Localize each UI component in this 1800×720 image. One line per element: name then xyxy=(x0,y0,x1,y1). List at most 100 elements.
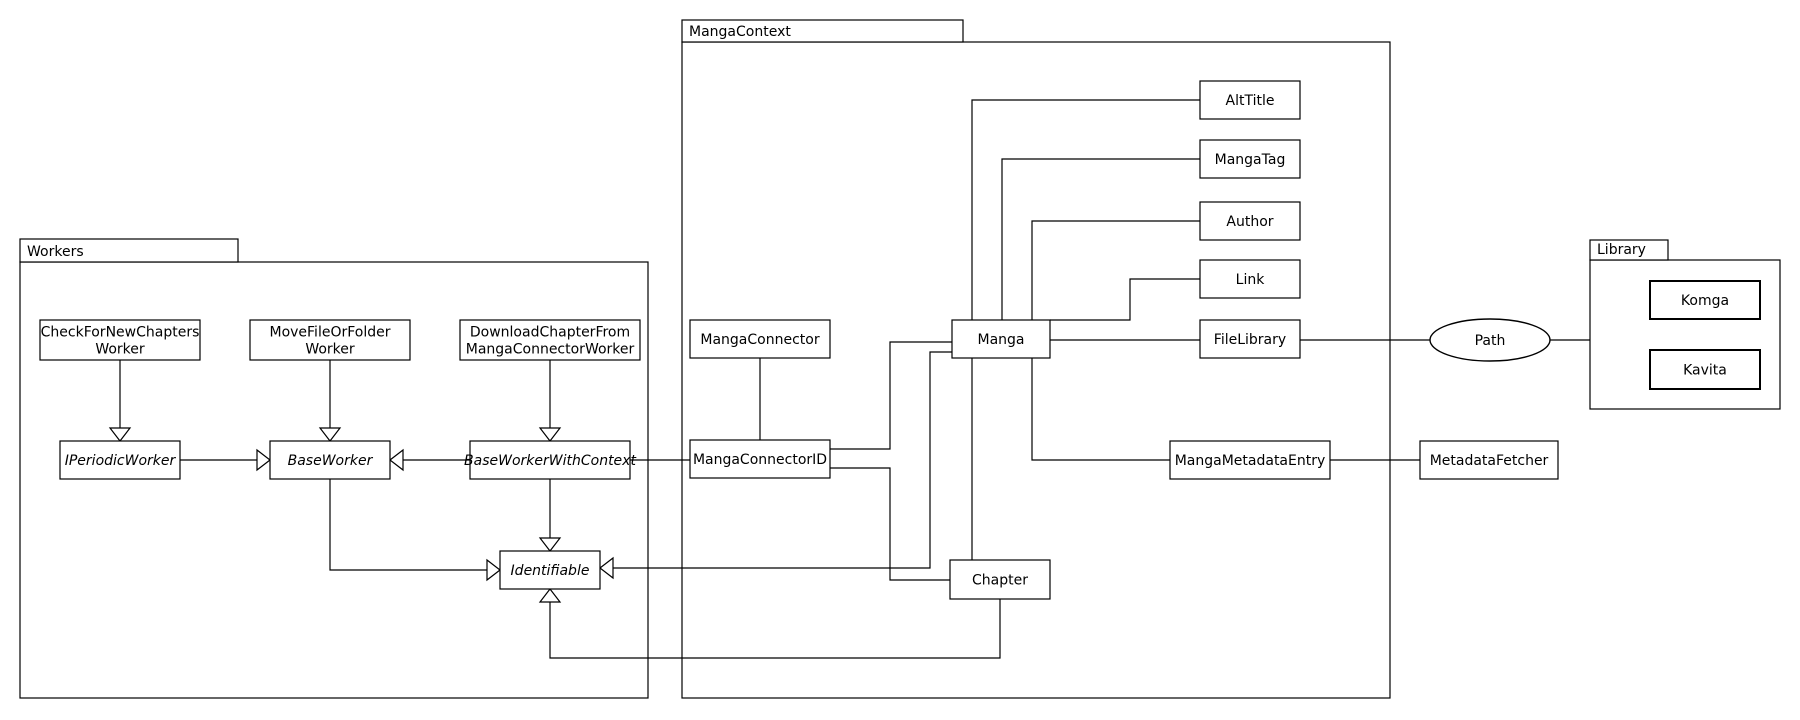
node-label-moveFileOrFolderWorker: Worker xyxy=(305,342,355,358)
node-box-baseWorkerWithContext[interactable] xyxy=(469,440,631,480)
node-box-mangaConnector[interactable] xyxy=(689,319,831,359)
edge-baseWorkerWithContext-baseWorker xyxy=(389,448,470,472)
edge-altTitle-manga xyxy=(971,99,1200,320)
node-box-moveFileOrFolderWorker[interactable] xyxy=(249,319,411,361)
node-mangaConnector: MangaConnector xyxy=(689,319,831,359)
node-mangaTag: MangaTag xyxy=(1199,139,1301,179)
node-baseWorkerWithContext: BaseWorkerWithContext xyxy=(464,440,636,480)
package-tab-workers[interactable] xyxy=(19,238,239,263)
inheritance-arrowhead-icon xyxy=(389,448,404,472)
node-label-checkForNewChaptersWorker: CheckForNewChapters xyxy=(41,325,200,341)
node-box-mangaTag[interactable] xyxy=(1199,139,1301,179)
edge-checkForNewChaptersWorker-iPeriodicWorker xyxy=(108,360,132,442)
edge-line-association xyxy=(1050,278,1200,321)
edge-manga-identifiable xyxy=(599,351,952,580)
node-box-altTitle[interactable] xyxy=(1199,80,1301,120)
edge-moveFileOrFolderWorker-baseWorker xyxy=(318,360,342,442)
package-label-library: Library xyxy=(1597,242,1646,258)
node-mangaMetadataEntry: MangaMetadataEntry xyxy=(1169,440,1331,480)
edge-manga-mangaMetadataEntry xyxy=(1031,358,1170,461)
inheritance-arrowhead-icon xyxy=(108,427,132,442)
node-box-checkForNewChaptersWorker[interactable] xyxy=(39,319,201,361)
node-label-checkForNewChaptersWorker: Worker xyxy=(95,342,145,358)
node-label-mangaConnectorID: MangaConnectorID xyxy=(693,452,827,468)
node-label-moveFileOrFolderWorker: MoveFileOrFolder xyxy=(269,325,390,341)
node-box-chapter[interactable] xyxy=(949,559,1051,600)
node-label-fileLibrary: FileLibrary xyxy=(1214,332,1286,348)
node-link: Link xyxy=(1199,259,1301,299)
edge-line-association xyxy=(830,467,950,581)
node-label-manga: Manga xyxy=(978,332,1025,348)
node-box-mangaConnectorID[interactable] xyxy=(689,439,831,479)
inheritance-arrowhead-icon xyxy=(538,427,562,442)
node-label-mangaTag: MangaTag xyxy=(1215,152,1286,168)
node-chapter: Chapter xyxy=(949,559,1051,600)
node-mangaConnectorID: MangaConnectorID xyxy=(689,439,831,479)
node-box-baseWorker[interactable] xyxy=(269,440,391,480)
edge-line-inheritance xyxy=(613,351,952,569)
edge-mangaTag-manga xyxy=(1001,158,1200,320)
package-tab-manga-context[interactable] xyxy=(681,19,964,43)
node-label-baseWorkerWithContext: BaseWorkerWithContext xyxy=(464,453,636,469)
edge-link-manga xyxy=(1050,278,1200,321)
node-ellipse-path[interactable] xyxy=(1429,318,1551,362)
edge-line-association xyxy=(1031,358,1170,461)
node-box-author[interactable] xyxy=(1199,201,1301,241)
node-altTitle: AltTitle xyxy=(1199,80,1301,120)
node-iPeriodicWorker: IPeriodicWorker xyxy=(59,440,181,480)
node-box-kavita[interactable] xyxy=(1649,349,1761,390)
node-path: Path xyxy=(1429,318,1551,362)
package-label-manga-context: MangaContext xyxy=(689,24,791,40)
inheritance-arrowhead-icon xyxy=(256,448,271,472)
node-box-manga[interactable] xyxy=(951,319,1051,359)
node-manga: Manga xyxy=(951,319,1051,359)
inheritance-arrowhead-icon xyxy=(486,558,501,582)
package-label-workers: Workers xyxy=(27,244,84,260)
node-box-identifiable[interactable] xyxy=(499,550,601,590)
node-label-metadataFetcher: MetadataFetcher xyxy=(1430,453,1549,469)
node-label-identifiable: Identifiable xyxy=(511,563,590,579)
package-tab-library[interactable] xyxy=(1589,239,1669,261)
node-author: Author xyxy=(1199,201,1301,241)
node-box-downloadChapterFromMangaConnectorWorker[interactable] xyxy=(459,319,641,361)
node-box-mangaMetadataEntry[interactable] xyxy=(1169,440,1331,480)
edge-baseWorker-identifiable xyxy=(329,479,501,582)
inheritance-arrowhead-icon xyxy=(538,537,562,552)
edge-line-inheritance xyxy=(549,599,1001,659)
inheritance-arrowhead-icon xyxy=(599,556,614,580)
edge-mangaConnectorID-manga xyxy=(830,341,952,450)
edge-iPeriodicWorker-baseWorker xyxy=(180,448,271,472)
edge-downloadChapterFromMangaConnectorWorker-baseWorkerWithContext xyxy=(538,360,562,442)
edge-baseWorkerWithContext-identifiable xyxy=(538,479,562,552)
node-label-komga: Komga xyxy=(1681,293,1729,309)
edge-line-association xyxy=(830,341,952,450)
node-fileLibrary: FileLibrary xyxy=(1199,319,1301,359)
node-label-author: Author xyxy=(1226,214,1273,230)
inheritance-arrowhead-icon xyxy=(318,427,342,442)
edge-line-inheritance xyxy=(329,479,487,571)
edge-line-association xyxy=(1031,220,1200,320)
node-label-baseWorker: BaseWorker xyxy=(288,453,374,469)
edge-line-association xyxy=(1001,158,1200,320)
node-label-kavita: Kavita xyxy=(1683,363,1727,379)
node-label-path: Path xyxy=(1475,333,1506,349)
edge-line-association xyxy=(971,99,1200,320)
node-box-komga[interactable] xyxy=(1649,280,1761,320)
node-box-metadataFetcher[interactable] xyxy=(1419,440,1559,480)
inheritance-arrowhead-icon xyxy=(538,588,562,603)
edge-author-manga xyxy=(1031,220,1200,320)
node-label-altTitle: AltTitle xyxy=(1226,93,1275,109)
node-label-chapter: Chapter xyxy=(972,573,1028,589)
node-identifiable: Identifiable xyxy=(499,550,601,590)
node-box-link[interactable] xyxy=(1199,259,1301,299)
node-box-iPeriodicWorker[interactable] xyxy=(59,440,181,480)
node-label-iPeriodicWorker: IPeriodicWorker xyxy=(65,453,177,469)
node-kavita: Kavita xyxy=(1649,349,1761,390)
node-metadataFetcher: MetadataFetcher xyxy=(1419,440,1559,480)
node-komga: Komga xyxy=(1649,280,1761,320)
node-box-fileLibrary[interactable] xyxy=(1199,319,1301,359)
